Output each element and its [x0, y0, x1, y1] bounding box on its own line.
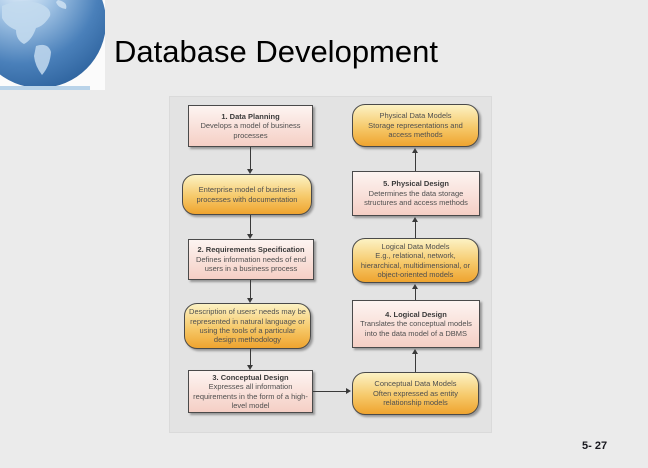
artifact-physical-data-models-box: Physical Data Models Storage representat…: [352, 104, 479, 147]
arrow-down-line: [250, 349, 251, 365]
arrow-right-icon: [346, 388, 351, 394]
globe-logo: [0, 0, 105, 90]
box-body: Often expressed as entity relationship m…: [372, 388, 459, 408]
box-body: Storage representations and access metho…: [368, 120, 463, 140]
arrow-up-icon: [412, 148, 418, 153]
arrow-down-line: [250, 147, 251, 169]
box-body: Determines the data storage structures a…: [364, 188, 468, 208]
artifact-logical-data-models-box: Logical Data Models E.g., relational, ne…: [352, 238, 479, 283]
box-body: Description of users' needs may be repre…: [189, 307, 306, 345]
step-1-data-planning-box: 1. Data Planning Develops a model of bus…: [188, 105, 313, 147]
box-body: Enterprise model of business processes w…: [196, 185, 298, 204]
box-body: Defines information needs of end users i…: [195, 254, 307, 274]
artifact-enterprise-model-box: Enterprise model of business processes w…: [182, 174, 312, 215]
step-3-conceptual-design-box: 3. Conceptual Design Expresses all infor…: [188, 370, 313, 413]
box-title: 5. Physical Design: [383, 179, 449, 189]
box-body: Expresses all information requirements i…: [193, 382, 308, 410]
arrow-up-line: [415, 222, 416, 238]
arrow-down-icon: [247, 298, 253, 303]
box-title: 4. Logical Design: [385, 309, 447, 319]
box-title: 1. Data Planning: [221, 111, 280, 121]
box-title: Logical Data Models: [381, 241, 450, 251]
box-title: 2. Requirements Specification: [197, 245, 305, 255]
arrow-up-icon: [412, 284, 418, 289]
box-body: E.g., relational, network, hierarchical,…: [360, 251, 471, 279]
box-body: Translates the conceptual models into th…: [360, 319, 472, 338]
box-title: Physical Data Models: [379, 111, 452, 121]
arrow-up-line: [415, 153, 416, 171]
step-4-logical-design-box: 4. Logical Design Translates the concept…: [352, 300, 480, 348]
arrow-down-icon: [247, 365, 253, 370]
logo-underline-light: [0, 86, 90, 90]
box-title: Conceptual Data Models: [374, 379, 457, 389]
box-title: 3. Conceptual Design: [212, 372, 289, 382]
arrow-right-line: [313, 391, 346, 392]
box-body: Develops a model of business processes: [200, 121, 301, 140]
step-5-physical-design-box: 5. Physical Design Determines the data s…: [352, 171, 480, 216]
page-number: 5- 27: [582, 440, 608, 452]
arrow-down-icon: [247, 169, 253, 174]
arrow-up-line: [415, 354, 416, 372]
step-2-requirements-specification-box: 2. Requirements Specification Defines in…: [188, 239, 314, 280]
arrow-down-line: [250, 215, 251, 234]
globe-icon: [0, 0, 105, 88]
artifact-conceptual-data-models-box: Conceptual Data Models Often expressed a…: [352, 372, 479, 415]
arrow-down-icon: [247, 234, 253, 239]
arrow-down-line: [250, 280, 251, 298]
arrow-up-icon: [412, 217, 418, 222]
arrow-up-icon: [412, 349, 418, 354]
page-title: Database Development: [114, 34, 438, 69]
arrow-up-line: [415, 289, 416, 300]
artifact-users-needs-description-box: Description of users' needs may be repre…: [184, 303, 311, 349]
